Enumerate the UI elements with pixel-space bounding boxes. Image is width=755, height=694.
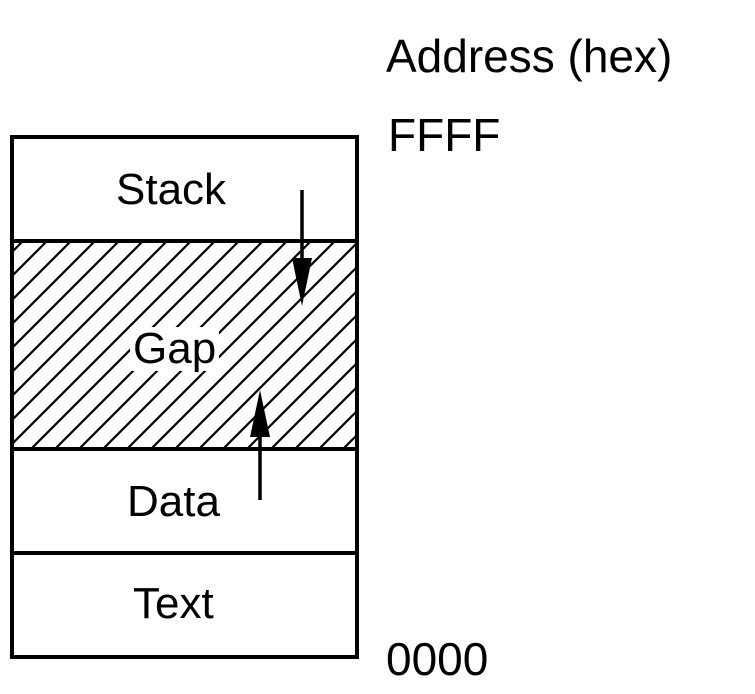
data-segment-label: Data <box>127 477 220 526</box>
stack-growth-arrow <box>292 190 312 306</box>
memory-box <box>10 135 359 659</box>
address-bottom-label: 0000 <box>386 633 489 685</box>
address-header: Address (hex) <box>386 30 673 82</box>
address-top-label: FFFF <box>388 109 501 161</box>
stack-segment-label: Stack <box>116 165 227 214</box>
gap-segment-label: Gap <box>130 327 220 371</box>
data-growth-arrow <box>250 390 270 500</box>
text-segment-label: Text <box>133 579 214 628</box>
